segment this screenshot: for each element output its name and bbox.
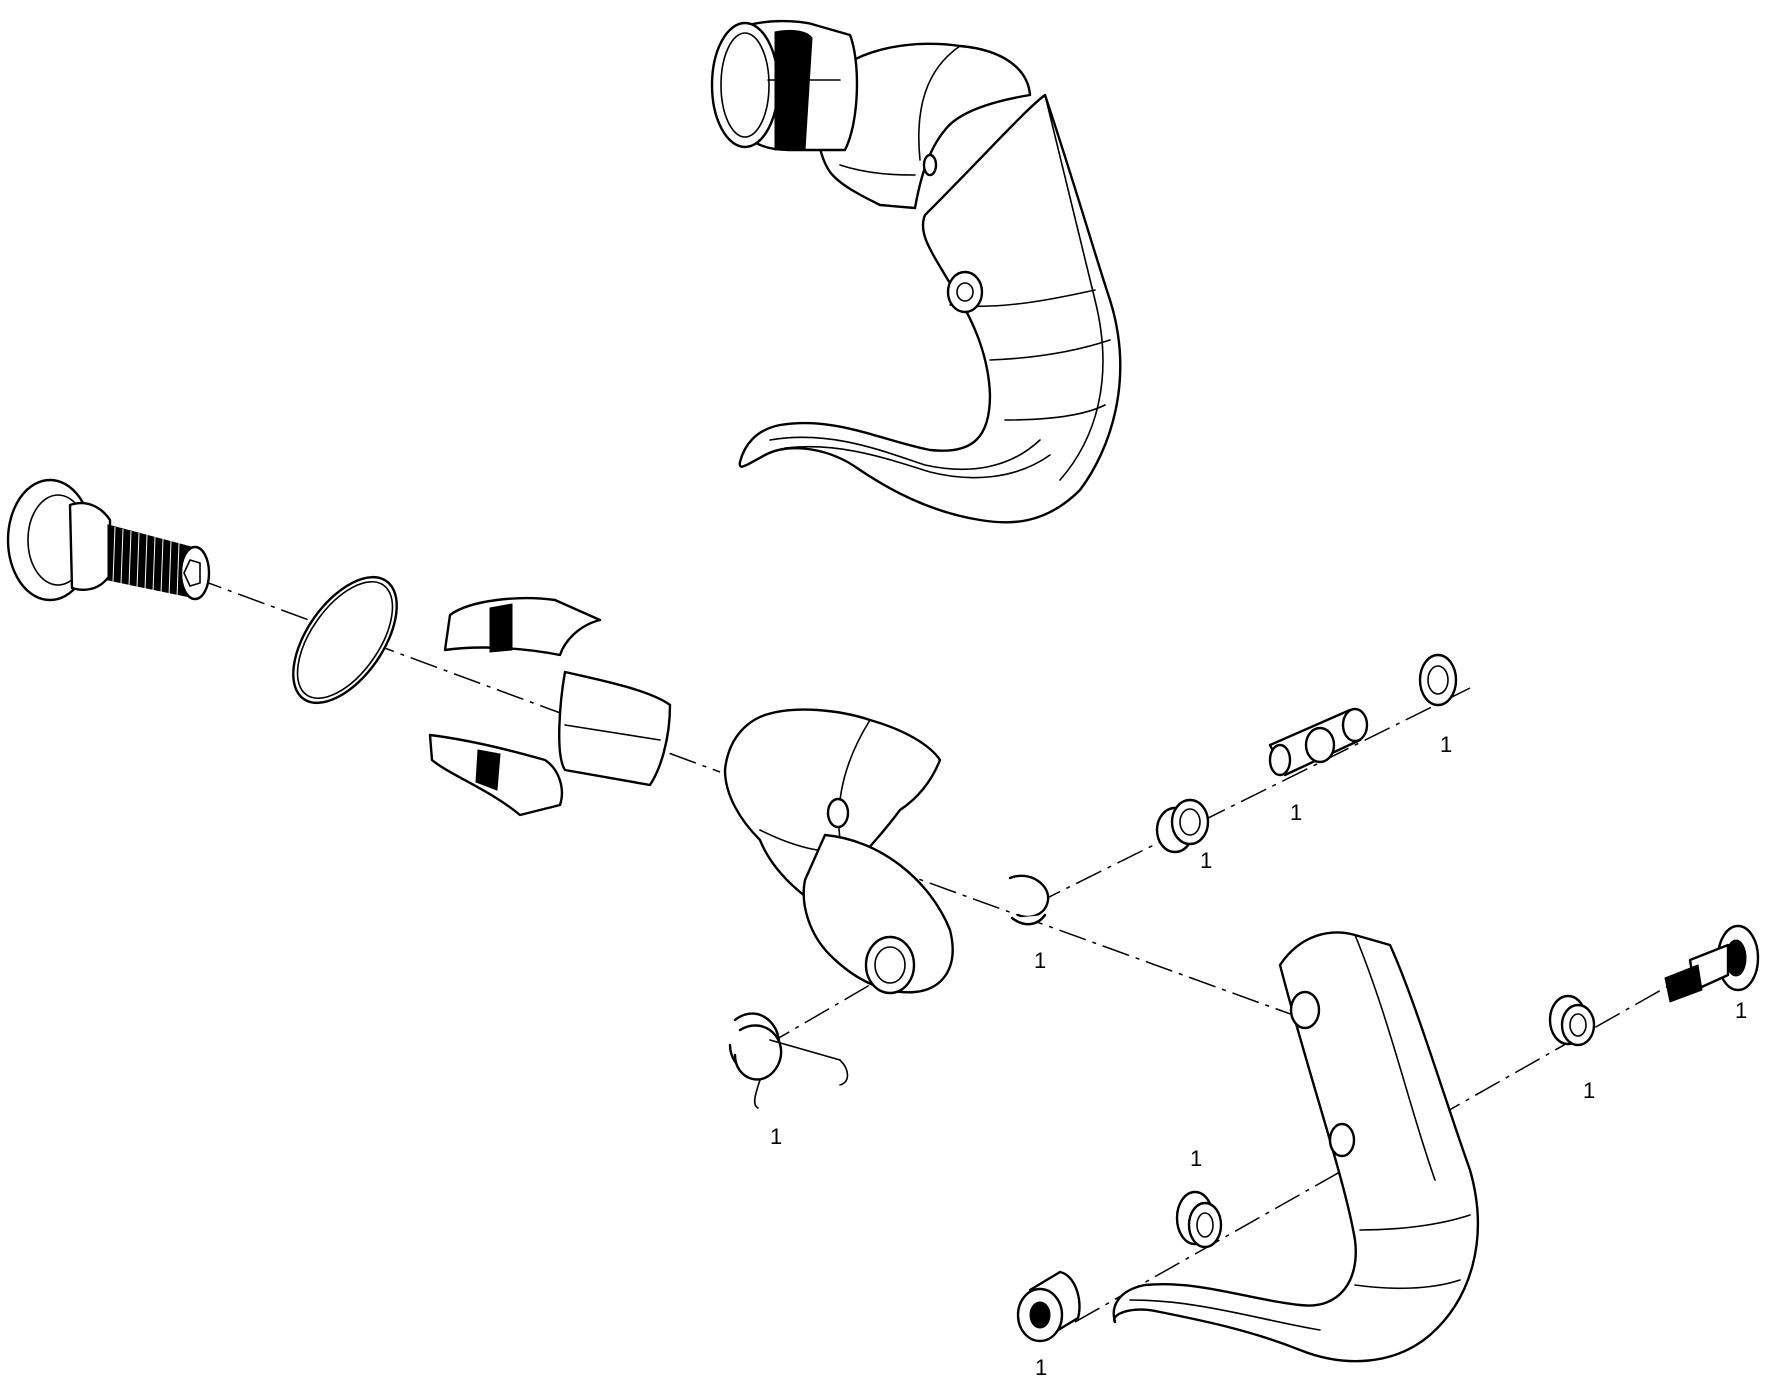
blade-lower-hole — [1328, 1122, 1356, 1158]
callout-bushing: 1 — [1200, 848, 1212, 873]
clamp-shims — [428, 596, 672, 817]
blade-upper-hole — [1289, 990, 1321, 1030]
callout-spring: 1 — [770, 1124, 782, 1149]
sleeve-nut — [1016, 1270, 1081, 1343]
callout-flange-bushing-right: 1 — [1583, 1078, 1595, 1103]
bolt-threads — [112, 526, 180, 599]
callout-pin: 1 — [1290, 800, 1302, 825]
lever-body — [723, 708, 954, 995]
snap-ring — [292, 575, 398, 705]
pivot-bore — [864, 935, 916, 995]
bushing — [1155, 798, 1210, 854]
assembled-lever-blade — [738, 93, 1122, 524]
assembled-brake-lever — [710, 19, 1122, 524]
callout-clip: 1 — [1034, 948, 1046, 973]
pin-washer-right — [1418, 653, 1458, 707]
lever-blade — [1112, 931, 1480, 1363]
callout-pin-washer-right: 1 — [1440, 732, 1452, 757]
quantity-callouts: 1 1 1 1 1 1 1 1 1 — [770, 732, 1747, 1380]
callout-flange-bushing-left: 1 — [1190, 1146, 1202, 1171]
pivot-bolt — [1664, 924, 1760, 1003]
assembled-lever-body — [816, 42, 1032, 210]
pin — [1268, 707, 1369, 777]
callout-pivot-bolt: 1 — [1735, 998, 1747, 1023]
hood-pivot-bolt — [946, 270, 984, 314]
flange-bushing-left — [1175, 1190, 1223, 1249]
callout-sleeve-nut: 1 — [1035, 1355, 1047, 1380]
clip — [1008, 874, 1050, 926]
clamp-bolt — [6, 478, 211, 602]
flange-bushing-right — [1548, 994, 1596, 1047]
torsion-spring — [728, 1012, 849, 1109]
